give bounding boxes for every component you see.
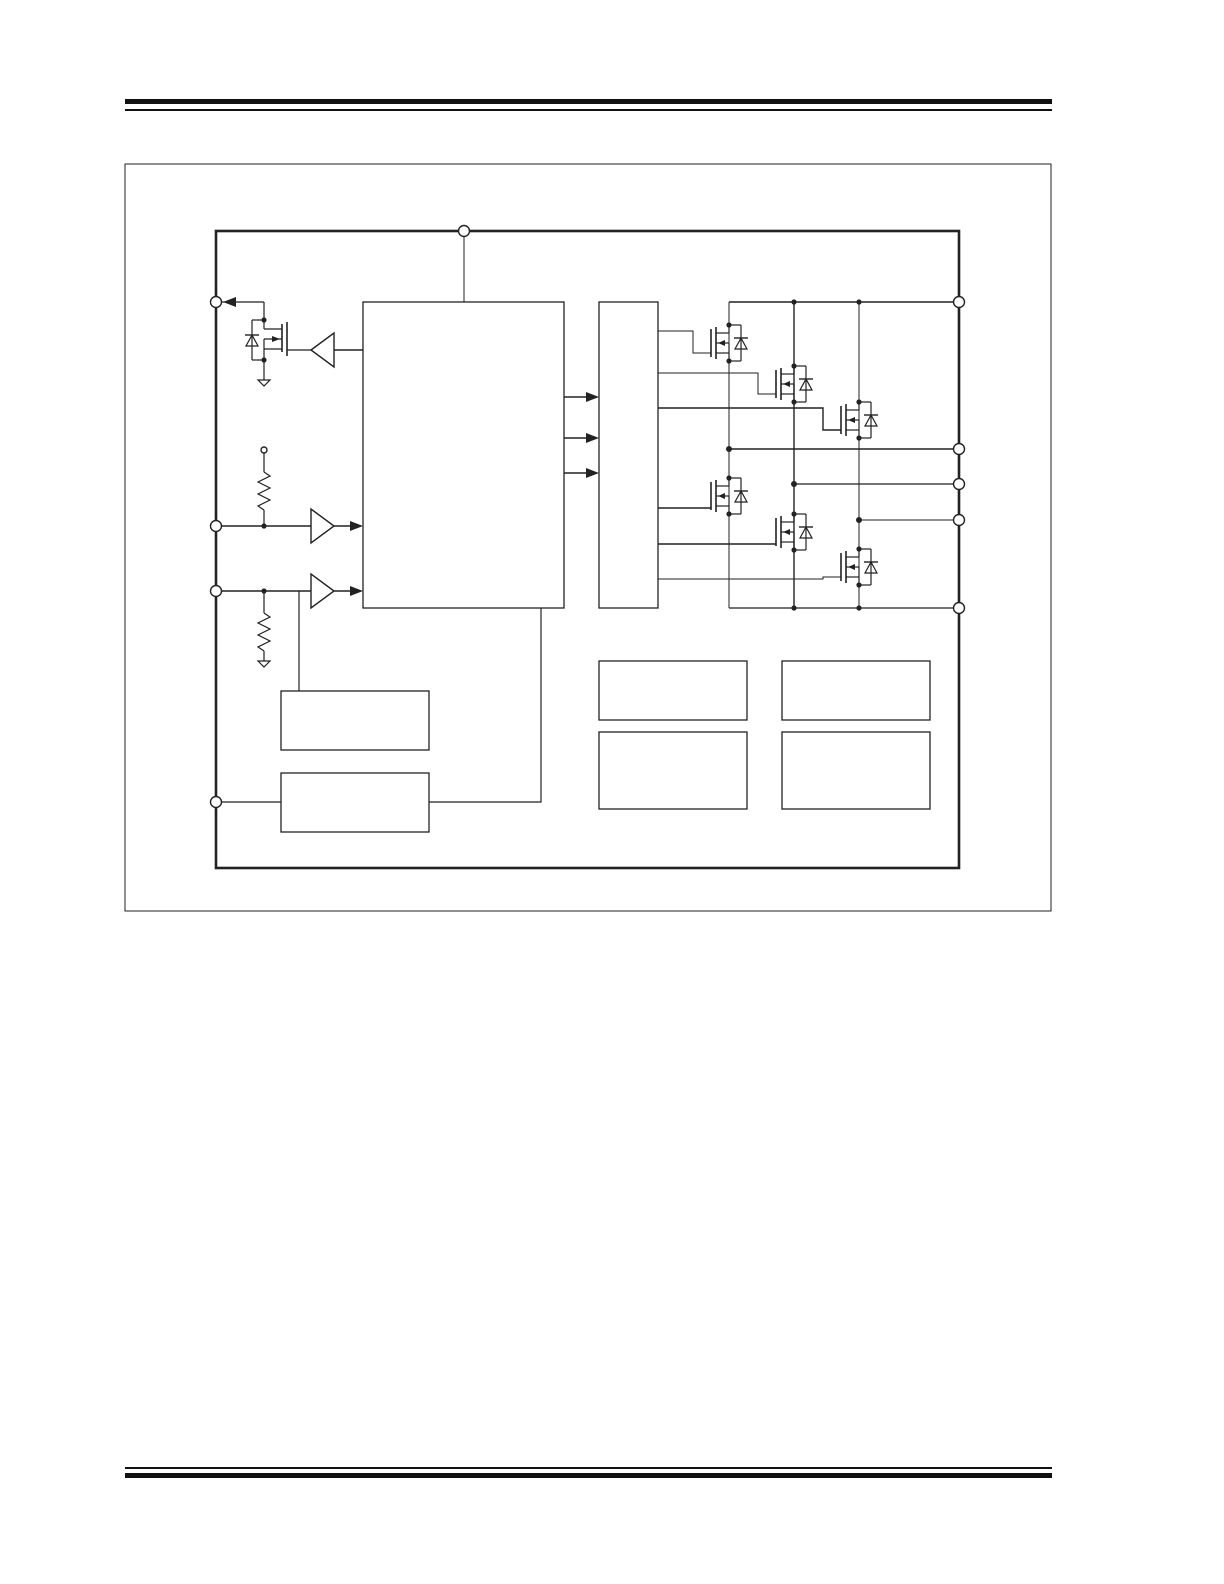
pull-down-input <box>209 572 363 691</box>
right-pin-2 <box>952 442 966 456</box>
protect-block-2 <box>781 660 931 721</box>
top-pin <box>457 224 471 238</box>
open-drain-output <box>209 295 363 387</box>
protect-block-1 <box>598 660 748 721</box>
high-side-fet-c <box>840 398 879 442</box>
right-pin-1 <box>952 295 966 309</box>
header-rule-thick <box>125 99 1052 104</box>
control-logic-block <box>362 301 565 609</box>
input-buffer-2 <box>310 572 336 610</box>
footer-rule-thin <box>125 1467 1052 1469</box>
device-outline <box>214 229 961 870</box>
power-bridge <box>658 295 966 615</box>
output-buffer <box>309 331 335 369</box>
figure-frame <box>124 163 1052 912</box>
left-pin-2 <box>209 519 223 533</box>
left-block-2 <box>280 772 430 833</box>
logic-to-driver-arrows <box>564 392 599 478</box>
left-pin-3 <box>209 584 223 598</box>
left-block-1 <box>280 690 430 751</box>
protect-block-3 <box>598 731 748 810</box>
right-pin-5 <box>952 601 966 615</box>
right-pin-4 <box>952 513 966 527</box>
footer-rule-thick <box>125 1473 1052 1478</box>
protect-block-4 <box>781 731 931 810</box>
low-side-fet-c <box>840 545 879 589</box>
left-pin-4 <box>209 795 223 809</box>
input-buffer-1 <box>310 507 336 545</box>
high-side-fet-a <box>710 321 749 365</box>
high-side-fet-b <box>775 362 814 406</box>
low-side-fet-a <box>710 474 749 518</box>
right-pin-3 <box>952 477 966 491</box>
pull-up-input <box>209 446 363 545</box>
header-rule-thin <box>125 109 1052 111</box>
left-pin-1 <box>209 295 223 309</box>
low-side-fet-b <box>775 510 814 554</box>
gate-driver-block <box>598 301 659 609</box>
